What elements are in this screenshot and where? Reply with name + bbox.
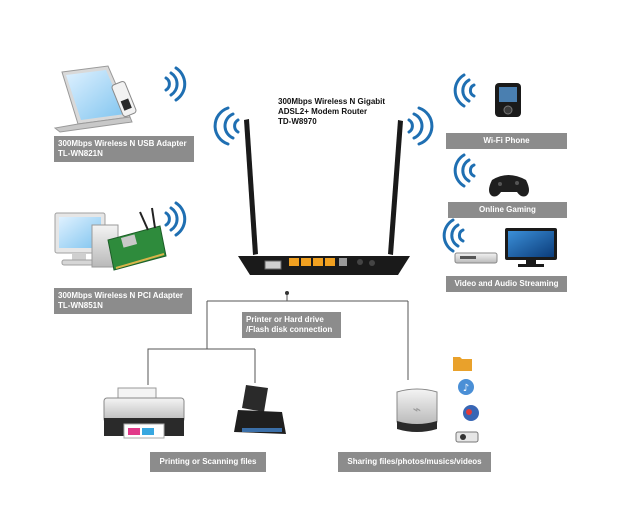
usb-port-dot [285,291,289,295]
online-gaming-label: Online Gaming [448,202,567,218]
connection-lines [147,295,409,385]
usb-adapter-model: TL-WN821N [58,149,103,158]
usb-port-line1: Printer or Hard drive [246,315,324,324]
wifi-icon [164,201,187,237]
router-title: 300Mbps Wireless N Gigabit ADSL2+ Modem … [278,97,385,127]
streaming-label: Video and Audio Streaming [446,276,567,292]
usb-adapter-label: 300Mbps Wireless N USB Adapter TL-WN821N [54,136,194,162]
pci-adapter-name: 300Mbps Wireless N PCI Adapter [58,291,184,300]
sharing-label: Sharing files/photos/musics/videos [338,452,491,472]
folder-icon [453,357,472,371]
desktop-pc-icon [54,212,119,268]
wifi-icon [442,218,465,253]
pci-card-icon [107,207,167,271]
router-icon [238,119,410,275]
phone-icon [495,83,521,117]
wifi-icon [453,73,476,108]
usb-port-label: Printer or Hard drive /Flash disk connec… [242,312,341,338]
printing-label: Printing or Scanning files [150,452,266,472]
wifi-icon [407,106,434,146]
svg-text:⌁: ⌁ [413,402,421,418]
svg-text:♪: ♪ [463,383,469,394]
usb-adapter-name: 300Mbps Wireless N USB Adapter [58,139,187,148]
tv-icon [505,228,557,267]
usb-adapter-icon [111,81,137,117]
router-title-line1: 300Mbps Wireless N Gigabit [278,97,386,106]
pci-adapter-model: TL-WN851N [58,301,103,310]
wifi-icon [453,153,476,188]
music-file-icon: ♪ [458,379,474,395]
wifi-icon [213,106,240,146]
pci-adapter-label: 300Mbps Wireless N PCI Adapter TL-WN851N [54,288,192,314]
gamepad-icon [489,175,529,197]
wifi-icon [164,66,187,102]
video-file-icon [463,405,479,421]
scanner-icon [234,385,286,434]
router-title-line2: ADSL2+ Modem Router [278,107,368,116]
usb-port-line2: /Flash disk connection [246,325,333,334]
camera-icon [455,431,479,443]
dvd-player-icon [454,252,498,264]
wifi-phone-label: Wi-Fi Phone [446,133,567,149]
router-model: TD-W8970 [278,117,317,126]
hard-drive-icon: ⌁ [396,388,438,432]
printer-icon [103,387,185,439]
laptop-icon [53,65,133,133]
